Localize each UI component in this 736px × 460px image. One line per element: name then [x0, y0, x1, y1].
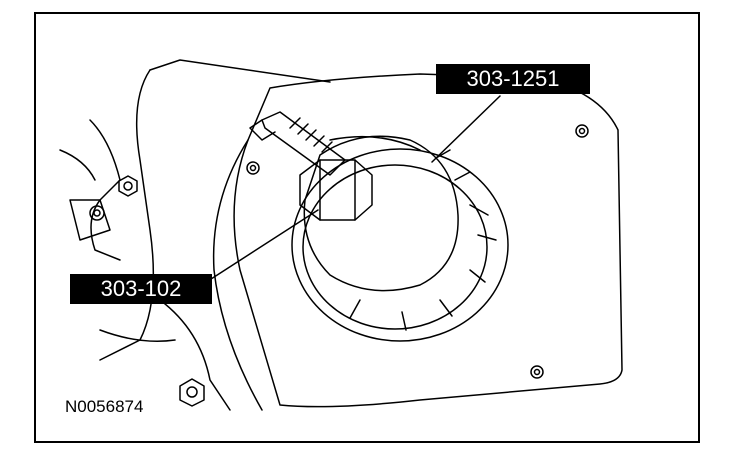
plate-bolt-top-right — [575, 124, 589, 138]
bolt-lower — [179, 378, 205, 407]
callout-303-1251: 303-1251 — [436, 64, 590, 94]
bolt-upper-left — [118, 175, 138, 197]
seal-flange-inner — [302, 164, 488, 330]
cover-plate-left-edge — [212, 139, 263, 411]
plate-bolt-left — [246, 161, 260, 175]
forcing-screw — [261, 111, 346, 176]
plate-bolt-bottom-right — [530, 365, 544, 379]
cover-plate-outline — [233, 73, 623, 408]
engine-block-contour — [149, 59, 331, 83]
hex-nut — [299, 159, 373, 221]
figure-id-label: N0056874 — [65, 397, 144, 416]
callout-303-102: 303-102 — [70, 274, 212, 304]
bolt-left — [89, 205, 105, 221]
installer-body — [303, 135, 459, 292]
seal-flange-outer — [291, 148, 509, 342]
leader-303-1251 — [431, 95, 501, 163]
leader-303-102 — [193, 209, 319, 291]
